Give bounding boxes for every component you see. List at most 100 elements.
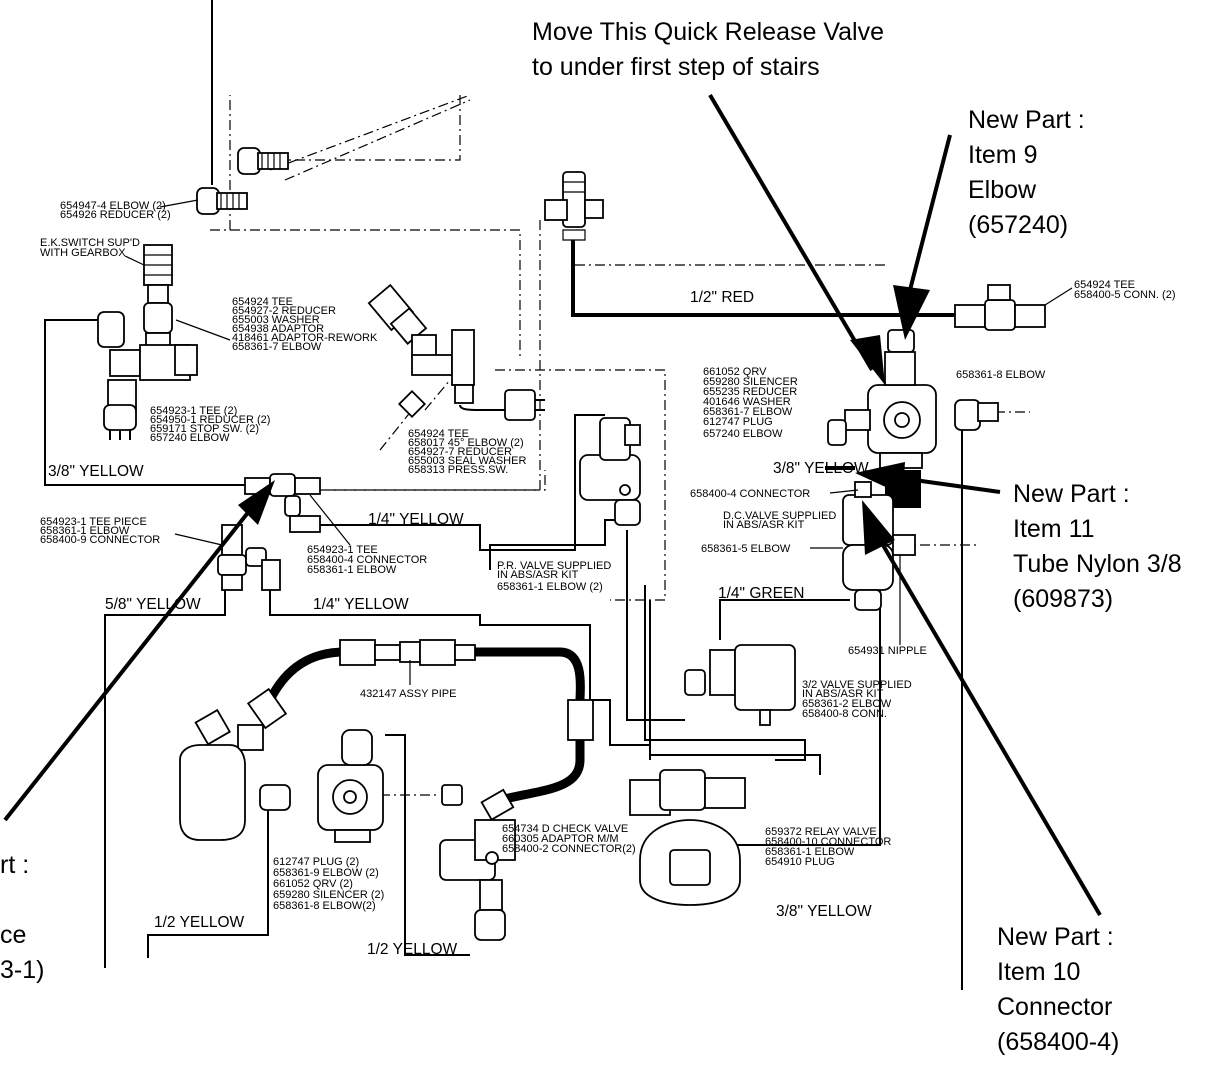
callout-tee-conn-right: 654924 TEE 658400-5 CONN. (2) [1044, 279, 1176, 306]
callout-tee-group-3: 654924 TEE 658017 45° ELBOW (2) 654927-7… [408, 428, 526, 476]
annotation-move-qrv: Move This Quick Release Valve to under f… [532, 18, 885, 81]
callout-ek-switch: E.K.SWITCH SUP'D WITH GEARBOX [40, 237, 145, 266]
arrow-new-part-9 [893, 134, 952, 340]
pr-valve [579, 417, 641, 526]
svg-text:654924 TEE: 654924 TEE [1074, 279, 1135, 291]
svg-text:WITH GEARBOX: WITH GEARBOX [40, 247, 126, 259]
svg-text:658400-10 CONNECTOR: 658400-10 CONNECTOR [765, 836, 891, 848]
svg-text:659372 RELAY VALVE: 659372 RELAY VALVE [765, 826, 877, 838]
label-38-yellow-left: 3/8" YELLOW [48, 463, 144, 480]
qrv-lower [259, 729, 463, 843]
svg-text:654927-7 REDUCER: 654927-7 REDUCER [408, 446, 512, 458]
label-58-yellow: 5/8" YELLOW [105, 596, 201, 613]
svg-text:658017 45° ELBOW (2): 658017 45° ELBOW (2) [408, 437, 524, 449]
label-12-yellow-mid: 1/2 YELLOW [367, 941, 458, 958]
callout-elbow-8: 658361-8 ELBOW [956, 369, 1046, 381]
callout-connector-4: 658400-4 CONNECTOR [690, 488, 859, 500]
svg-text:658313 PRESS.SW.: 658313 PRESS.SW. [408, 464, 508, 476]
annotation-new-part-11: New Part : Item 11 Tube Nylon 3/8 (60987… [1013, 480, 1182, 613]
svg-text:3/2 VALVE SUPPLIED: 3/2 VALVE SUPPLIED [802, 679, 912, 691]
svg-text:432147 ASSY PIPE: 432147 ASSY PIPE [360, 688, 456, 700]
assy-pipe-fittings [237, 639, 594, 751]
svg-text:658400-9 CONNECTOR: 658400-9 CONNECTOR [40, 534, 160, 546]
dashed-route-i [424, 379, 451, 411]
yellow-12-mid-line [385, 734, 470, 956]
red-half-inch-line [571, 240, 960, 317]
svg-text:658400-4 CONNECTOR: 658400-4 CONNECTOR [307, 554, 427, 566]
svg-text:654931 NIPPLE: 654931 NIPPLE [848, 645, 927, 657]
callout-plug-group: 612747 PLUG (2) 658361-9 ELBOW (2) 66105… [273, 856, 384, 912]
route-38-bottom [735, 550, 881, 846]
callout-qrv-group: 661052 QRV 659280 SILENCER 655235 REDUCE… [703, 366, 798, 440]
arrow-new-part-left [3, 480, 275, 822]
callout-valve-32: 3/2 VALVE SUPPLIED IN ABS/ASR KIT 658361… [802, 679, 912, 720]
tee-top-center [544, 171, 604, 241]
yellow-12-left-line [147, 790, 269, 958]
svg-text:P.R. VALVE SUPPLIED: P.R. VALVE SUPPLIED [497, 560, 611, 572]
svg-text:654924 TEE: 654924 TEE [408, 428, 469, 440]
svg-text:658361-2 ELBOW: 658361-2 ELBOW [802, 698, 892, 710]
label-14-yellow-b: 1/4" YELLOW [313, 596, 409, 613]
label-14-yellow-a: 1/4" YELLOW [368, 511, 464, 528]
annotation-new-part-cut: rt : ce 3-1) [0, 851, 45, 984]
svg-text:654927-2 REDUCER: 654927-2 REDUCER [232, 305, 336, 317]
svg-text:654926 REDUCER (2): 654926 REDUCER (2) [60, 209, 171, 221]
svg-text:659171 STOP SW. (2): 659171 STOP SW. (2) [150, 423, 259, 435]
label-12-yellow-left: 1/2 YELLOW [154, 914, 245, 931]
dashed-route-d [269, 94, 471, 181]
label-38-yellow-center: 3/8" YELLOW [773, 460, 869, 477]
svg-text:658361-7 ELBOW: 658361-7 ELBOW [703, 406, 793, 418]
route-green [719, 599, 850, 640]
svg-text:658361-8 ELBOW(2): 658361-8 ELBOW(2) [273, 900, 376, 912]
svg-text:655235 REDUCER: 655235 REDUCER [703, 386, 797, 398]
assy-pipe-hose-lower [498, 740, 585, 805]
tee-yellow-left [244, 473, 321, 533]
callout-elbow-5: 658361-5 ELBOW [701, 543, 843, 555]
brake-chamber [179, 708, 246, 841]
svg-text:E.K.SWITCH SUP'D: E.K.SWITCH SUP'D [40, 237, 140, 249]
svg-text:660305 ADAPTOR M/M: 660305 ADAPTOR M/M [502, 833, 619, 845]
label-14-green: 1/4" GREEN [718, 585, 804, 602]
callout-tee-conn: 654923-1 TEE 658400-4 CONNECTOR 658361-1… [307, 494, 427, 576]
label-half-red: 1/2" RED [690, 289, 754, 306]
svg-text:658361-1 ELBOW (2): 658361-1 ELBOW (2) [497, 581, 603, 593]
callout-tee-group-1: 654924 TEE 654927-2 REDUCER 655003 WASHE… [175, 296, 378, 353]
svg-text:658361-1 ELBOW: 658361-1 ELBOW [307, 564, 397, 576]
svg-text:654923-1 TEE: 654923-1 TEE [307, 544, 378, 556]
callout-dc-valve: D.C.VALVE SUPPLIED IN ABS/ASR KIT [723, 510, 836, 531]
svg-text:654938 ADAPTOR: 654938 ADAPTOR [232, 323, 324, 335]
valve-32 [684, 644, 796, 726]
pressure-switch [367, 283, 545, 421]
annotation-new-part-10: New Part : Item 10 Connector (658400-4) [997, 923, 1120, 1056]
callout-tee-group-2: 654923-1 TEE (2) 654950-1 REDUCER (2) 65… [150, 405, 270, 444]
svg-text:655003 WASHER: 655003 WASHER [232, 314, 320, 326]
yellow-38-left-line [44, 319, 245, 486]
svg-text:612747 PLUG (2): 612747 PLUG (2) [273, 856, 359, 868]
svg-text:658361-1 ELBOW: 658361-1 ELBOW [40, 525, 130, 537]
callout-pr-valve: P.R. VALVE SUPPLIED IN ABS/ASR KIT 65836… [497, 560, 611, 593]
svg-text:658361-7 ELBOW: 658361-7 ELBOW [232, 341, 322, 353]
route-valve-32 [626, 530, 685, 721]
svg-text:658400-5 CONN. (2): 658400-5 CONN. (2) [1074, 289, 1176, 301]
svg-text:IN ABS/ASR KIT: IN ABS/ASR KIT [497, 569, 579, 581]
yellow-14-upper-line [305, 414, 605, 551]
svg-text:659280 SILENCER (2): 659280 SILENCER (2) [273, 889, 384, 901]
svg-text:D.C.VALVE SUPPLIED: D.C.VALVE SUPPLIED [723, 510, 836, 522]
svg-text:661052 QRV (2): 661052 QRV (2) [273, 878, 353, 890]
route-relay [644, 585, 806, 761]
svg-text:661052 QRV: 661052 QRV [703, 366, 767, 378]
svg-text:654923-1 TEE PIECE: 654923-1 TEE PIECE [40, 516, 147, 528]
tee-piece-lower [217, 524, 281, 591]
yellow-14-lower-line [269, 590, 651, 760]
svg-text:658361-1 ELBOW: 658361-1 ELBOW [765, 846, 855, 858]
svg-text:654950-1 REDUCER (2): 654950-1 REDUCER (2) [150, 414, 270, 426]
svg-text:418461 ADAPTOR-REWORK: 418461 ADAPTOR-REWORK [232, 332, 378, 344]
svg-text:654924 TEE: 654924 TEE [232, 296, 293, 308]
svg-text:659280 SILENCER: 659280 SILENCER [703, 376, 798, 388]
callout-relay-valve: 659372 RELAY VALVE 658400-10 CONNECTOR 6… [765, 826, 891, 868]
callout-check-valve: 654734 D CHECK VALVE 660305 ADAPTOR M/M … [502, 823, 636, 855]
check-valve [439, 788, 516, 941]
arrow-new-part-11 [855, 462, 1001, 495]
svg-text:658400-4 CONNECTOR: 658400-4 CONNECTOR [690, 488, 810, 500]
